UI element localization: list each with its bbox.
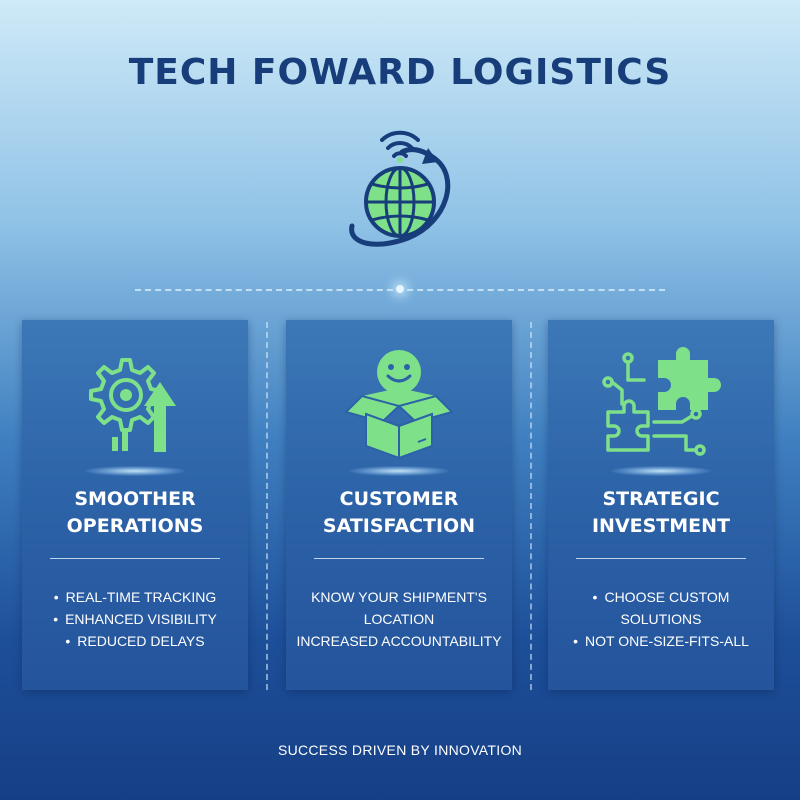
card-divider: [576, 558, 746, 559]
card-title: STRATEGIC INVESTMENT: [548, 486, 774, 540]
card-title-line: SMOOTHER: [74, 488, 196, 510]
card-title-line: INVESTMENT: [591, 515, 731, 537]
card-customer-satisfaction: CUSTOMER SATISFACTION KNOW YOUR SHIPMENT…: [286, 320, 512, 690]
card-divider: [314, 558, 484, 559]
column-separator-right: [530, 322, 532, 690]
list-item: KNOW YOUR SHIPMENT'S: [311, 589, 487, 605]
footer-tagline: SUCCESS DRIVEN BY INNOVATION: [277, 742, 523, 758]
globe-with-wifi-and-orbit-arrow-icon: [349, 130, 451, 247]
smiling-box-icon: [344, 350, 454, 460]
puzzle-pieces-icon: [602, 347, 721, 456]
card-title: CUSTOMER SATISFACTION: [286, 486, 512, 540]
page-title: TECH FOWARD LOGISTICS: [128, 52, 672, 93]
list-item: CHOOSE CUSTOM: [548, 586, 774, 608]
column-separator-left: [266, 322, 268, 690]
card-title-line: CUSTOMER: [339, 488, 459, 510]
card-strategic-investment: STRATEGIC INVESTMENT CHOOSE CUSTOM SOLUT…: [548, 320, 774, 690]
list-item: REAL-TIME TRACKING: [22, 586, 248, 608]
card-title-line: OPERATIONS: [66, 515, 204, 537]
list-item: INCREASED ACCOUNTABILITY: [296, 633, 502, 649]
list-item: ENHANCED VISIBILITY: [22, 608, 248, 630]
card-title-line: SATISFACTION: [322, 515, 476, 537]
card-divider: [50, 558, 220, 559]
list-item: REDUCED DELAYS: [22, 630, 248, 652]
icon-glow: [349, 466, 449, 476]
icon-glow: [611, 466, 711, 476]
card-title-line: STRATEGIC: [602, 488, 720, 510]
divider-glow-dot: [396, 285, 404, 293]
card-smoother-operations: SMOOTHER OPERATIONS REAL-TIME TRACKING E…: [22, 320, 248, 690]
card-title: SMOOTHER OPERATIONS: [22, 486, 248, 540]
list-item: LOCATION: [363, 611, 435, 627]
list-item: SOLUTIONS: [620, 611, 702, 627]
card-bullet-list: REAL-TIME TRACKING ENHANCED VISIBILITY R…: [22, 586, 248, 652]
card-bullet-list: CHOOSE CUSTOM SOLUTIONS NOT ONE-SIZE-FIT…: [548, 586, 774, 652]
card-text-list: KNOW YOUR SHIPMENT'S LOCATION INCREASED …: [286, 586, 512, 652]
gear-with-up-arrow-icon: [89, 358, 176, 452]
icon-glow: [85, 466, 185, 476]
list-item: NOT ONE-SIZE-FITS-ALL: [548, 630, 774, 652]
